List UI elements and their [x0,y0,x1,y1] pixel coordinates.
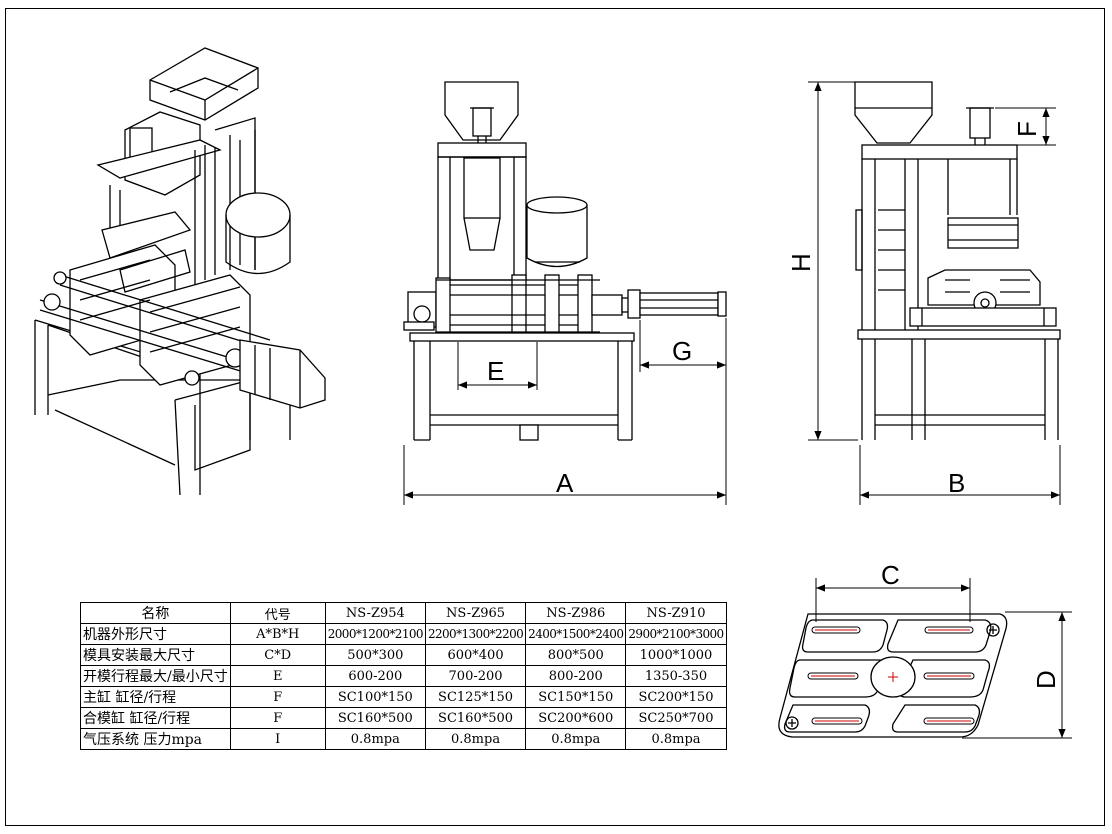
mould-slots [807,626,975,725]
header-cell: 名称 [80,602,231,624]
table-cell: I [229,728,326,750]
isometric-view [34,47,326,496]
table-cell: SC125*150 [424,686,527,708]
spec-table: 名称 代号 NS-Z954 NS-Z965 NS-Z986 NS-Z910 机器… [80,602,727,750]
table-row: 主缸 缸径/行程 F SC100*150 SC125*150 SC150*150… [80,686,727,708]
dim-label-h: H [786,253,816,272]
front-view [403,81,727,441]
table-cell: SC150*150 [525,686,627,708]
dim-label-c: C [881,560,900,590]
table-cell: F [229,686,326,708]
table-cell: SC160*500 [324,707,426,729]
table-row: 合模缸 缸径/行程 F SC160*500 SC160*500 SC200*60… [80,707,727,729]
side-view [854,81,1061,440]
table-cell: 气压系统 压力mpa [80,728,231,750]
table-cell: 模具安装最大尺寸 [80,644,231,666]
table-cell: 1000*1000 [625,644,727,666]
table-cell: 主缸 缸径/行程 [80,686,231,708]
table-cell: 500*300 [324,644,426,666]
table-cell: SC200*150 [625,686,727,708]
dim-label-a: A [556,468,574,498]
table-cell: 800-200 [525,665,627,687]
table-cell: SC100*150 [324,686,426,708]
table-cell: 600*400 [424,644,527,666]
table-cell: 0.8mpa [525,728,627,750]
drawing-frame [5,8,1105,826]
table-cell: 开模行程最大/最小尺寸 [80,665,231,687]
table-cell: C*D [229,644,326,666]
dimension-lines [403,81,1072,739]
table-cell: 0.8mpa [424,728,527,750]
table-cell: 2900*2100*3000 [625,623,727,645]
table-row: 气压系统 压力mpa I 0.8mpa 0.8mpa 0.8mpa 0.8mpa [80,728,727,750]
header-cell: NS-Z986 [525,602,627,624]
table-cell: 0.8mpa [324,728,426,750]
table-cell: 700-200 [424,665,527,687]
dim-label-e: E [487,356,504,386]
table-cell: 2000*1200*2100 [324,623,426,645]
table-cell: SC160*500 [424,707,527,729]
table-cell: 800*500 [525,644,627,666]
header-cell: NS-Z910 [625,602,727,624]
table-cell: 2400*1500*2400 [525,623,627,645]
table-cell: 600-200 [324,665,426,687]
table-cell: 1350-350 [625,665,727,687]
table-cell: SC200*600 [525,707,627,729]
dim-label-f: F [1012,121,1042,137]
table-cell: SC250*700 [625,707,727,729]
table-header-row: 名称 代号 NS-Z954 NS-Z965 NS-Z986 NS-Z910 [80,602,727,624]
header-cell: NS-Z954 [324,602,426,624]
header-cell: 代号 [229,602,326,624]
dim-label-g: G [672,336,692,366]
table-cell: 合模缸 缸径/行程 [80,707,231,729]
table-row: 机器外形尺寸 A*B*H 2000*1200*2100 2200*1300*22… [80,623,727,645]
table-cell: 机器外形尺寸 [80,623,231,645]
dim-label-d: D [1031,670,1061,689]
table-row: 模具安装最大尺寸 C*D 500*300 600*400 800*500 100… [80,644,727,666]
dim-label-b: B [948,468,965,498]
header-cell: NS-Z965 [424,602,527,624]
table-row: 开模行程最大/最小尺寸 E 600-200 700-200 800-200 13… [80,665,727,687]
table-cell: 2200*1300*2200 [424,623,527,645]
table-cell: A*B*H [229,623,326,645]
table-cell: F [229,707,326,729]
table-cell: E [229,665,326,687]
table-cell: 0.8mpa [625,728,727,750]
